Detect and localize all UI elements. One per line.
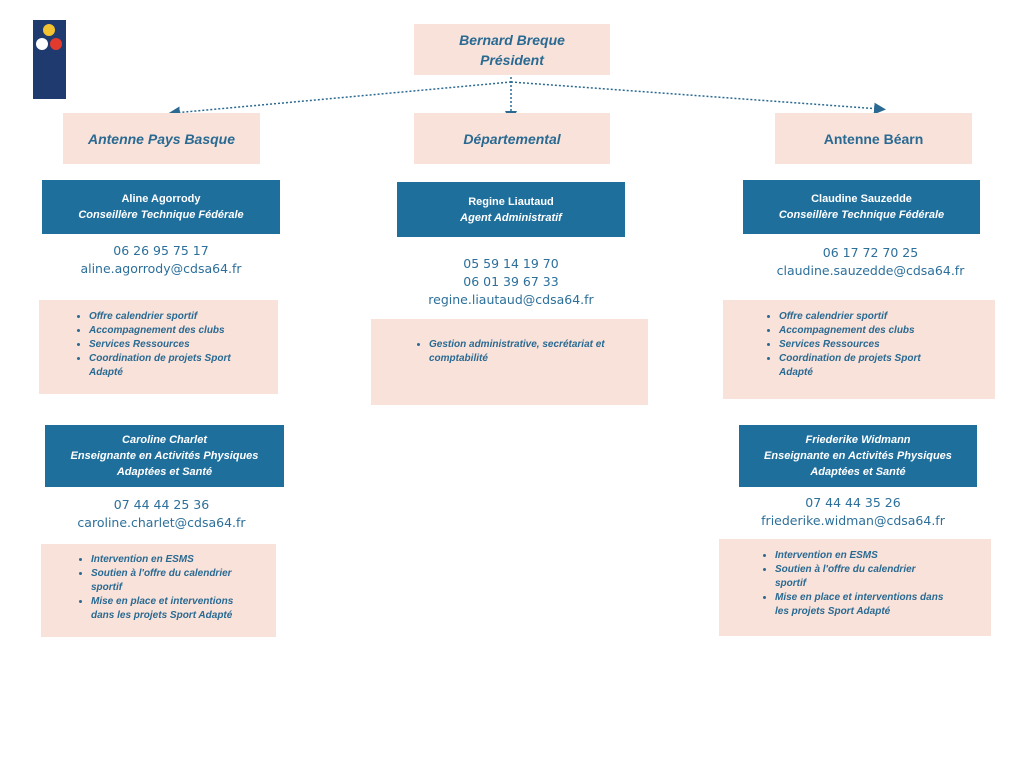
- contact-claudine: 06 17 72 70 25 claudine.sauzedde@cdsa64.…: [752, 244, 989, 280]
- connector-left: [168, 81, 512, 119]
- person-card-caroline: Caroline Charlet Enseignante en Activité…: [45, 425, 284, 487]
- task-list: Gestion administrative, secrétariat et c…: [371, 338, 648, 366]
- contact-caroline: 07 44 44 25 36 caroline.charlet@cdsa64.f…: [42, 496, 281, 532]
- list-item: Services Ressources: [779, 338, 995, 352]
- person-name: Caroline Charlet: [122, 434, 207, 446]
- phone: 05 59 14 19 70: [463, 256, 559, 271]
- list-item: Accompagnement des clubs: [779, 324, 995, 338]
- email[interactable]: claudine.sauzedde@cdsa64.fr: [776, 263, 965, 278]
- president-role: Président: [480, 51, 544, 68]
- person-role: Enseignante en Activités Physiques Adapt…: [764, 450, 952, 478]
- person-card-friederike: Friederike Widmann Enseignante en Activi…: [739, 425, 977, 487]
- tasks-claudine: Offre calendrier sportif Accompagnement …: [723, 300, 995, 399]
- list-item: Gestion administrative, secrétariat et c…: [429, 338, 611, 366]
- tasks-friederike: Intervention en ESMS Soutien à l'offre d…: [719, 539, 991, 636]
- phone: 06 26 95 75 17: [113, 243, 209, 258]
- phone: 06 17 72 70 25: [822, 245, 919, 260]
- connector-right: [510, 81, 886, 115]
- email[interactable]: aline.agorrody@cdsa64.fr: [80, 261, 242, 276]
- contact-friederike: 07 44 44 35 26 friederike.widman@cdsa64.…: [734, 494, 972, 530]
- phone: 06 01 39 67 33: [463, 274, 559, 289]
- person-role: Conseillère Technique Fédérale: [778, 209, 945, 221]
- task-list: Offre calendrier sportif Accompagnement …: [39, 310, 278, 380]
- list-item: Intervention en ESMS: [91, 553, 276, 567]
- email[interactable]: regine.liautaud@cdsa64.fr: [428, 292, 594, 307]
- task-list: Intervention en ESMS Soutien à l'offre d…: [719, 549, 991, 619]
- list-item: Coordination de projets Sport Adapté: [779, 352, 929, 380]
- tasks-aline: Offre calendrier sportif Accompagnement …: [39, 300, 278, 394]
- tasks-regine: Gestion administrative, secrétariat et c…: [371, 319, 648, 405]
- section-antenne-bearn: Antenne Béarn: [775, 113, 972, 164]
- task-list: Offre calendrier sportif Accompagnement …: [723, 310, 995, 380]
- person-name: Aline Agorrody: [121, 193, 201, 205]
- person-name: Friederike Widmann: [805, 434, 911, 446]
- section-departemental: Départemental: [414, 113, 610, 164]
- federation-logo: [33, 20, 66, 99]
- phone: 07 44 44 25 36: [113, 497, 210, 512]
- person-card-aline: Aline Agorrody Conseillère Technique Féd…: [42, 180, 280, 234]
- list-item: Services Ressources: [89, 338, 278, 352]
- contact-regine: 05 59 14 19 70 06 01 39 67 33 regine.lia…: [397, 255, 625, 309]
- list-item: Accompagnement des clubs: [89, 324, 278, 338]
- federation-sport-adapte-logo-icon: [33, 20, 66, 99]
- person-card-regine: Regine Liautaud Agent Administratif: [397, 182, 625, 237]
- list-item: Soutien à l'offre du calendrier sportif: [775, 563, 935, 591]
- tasks-caroline: Intervention en ESMS Soutien à l'offre d…: [41, 544, 276, 637]
- president-name: Bernard Breque: [459, 31, 565, 48]
- person-name: Regine Liautaud: [468, 195, 554, 208]
- list-item: Offre calendrier sportif: [89, 310, 278, 324]
- person-card-claudine: Claudine Sauzedde Conseillère Technique …: [743, 180, 980, 234]
- person-role: Conseillère Technique Fédérale: [78, 209, 244, 221]
- president-box: Bernard Breque Président: [414, 24, 610, 75]
- list-item: Coordination de projets Sport Adapté: [89, 352, 239, 380]
- phone: 07 44 44 35 26: [805, 495, 901, 510]
- list-item: Soutien à l'offre du calendrier sportif: [91, 567, 251, 595]
- person-name: Claudine Sauzedde: [811, 193, 912, 205]
- person-role: Agent Administratif: [460, 211, 562, 224]
- email[interactable]: friederike.widman@cdsa64.fr: [761, 513, 945, 528]
- list-item: Mise en place et interventions dans les …: [775, 591, 950, 619]
- contact-aline: 06 26 95 75 17 aline.agorrody@cdsa64.fr: [42, 242, 280, 278]
- list-item: Mise en place et interventions dans les …: [91, 595, 251, 623]
- person-role: Enseignante en Activités Physiques Adapt…: [70, 450, 259, 478]
- task-list: Intervention en ESMS Soutien à l'offre d…: [41, 553, 276, 623]
- list-item: Offre calendrier sportif: [779, 310, 995, 324]
- section-antenne-pays-basque: Antenne Pays Basque: [63, 113, 260, 164]
- list-item: Intervention en ESMS: [775, 549, 991, 563]
- email[interactable]: caroline.charlet@cdsa64.fr: [77, 515, 246, 530]
